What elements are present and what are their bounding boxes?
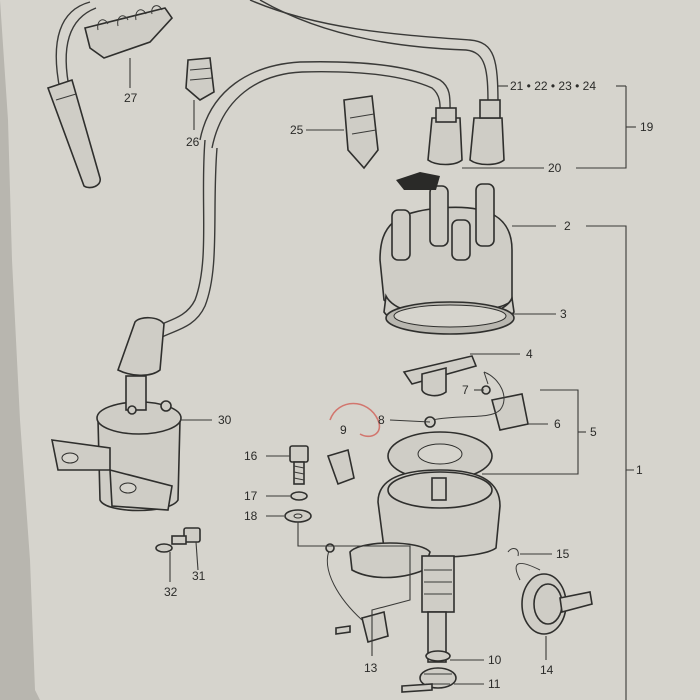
callout-32: 32 xyxy=(164,585,178,599)
cap-gasket xyxy=(385,301,515,335)
gear-pin xyxy=(401,683,433,693)
cord-boots xyxy=(427,99,505,166)
spark-plug-cap xyxy=(46,78,101,189)
callout-26: 26 xyxy=(186,135,200,149)
callout-7: 7 xyxy=(462,383,469,397)
cord-clamp-26 xyxy=(185,57,215,101)
cord-clamp-25 xyxy=(343,95,379,170)
vacuum-clip xyxy=(507,548,519,557)
callout-25: 25 xyxy=(290,123,304,137)
callout-13: 13 xyxy=(364,661,378,675)
callout-31: 31 xyxy=(192,569,206,583)
callout-19: 19 xyxy=(640,120,654,134)
vacuum-advance-unit xyxy=(515,562,593,635)
coil-cord-cap xyxy=(117,316,165,377)
signal-generator-assembly xyxy=(387,371,529,481)
callout-11: 11 xyxy=(488,677,501,691)
rotor xyxy=(402,355,478,397)
callout-2: 2 xyxy=(564,219,571,233)
cord-clamp-27 xyxy=(84,5,174,59)
lock-washer xyxy=(290,491,308,501)
callout-4: 4 xyxy=(526,347,533,361)
callout-6: 6 xyxy=(554,417,561,431)
callout-20: 20 xyxy=(548,161,562,175)
governor-part-9 xyxy=(326,448,355,486)
clamp-bolt xyxy=(289,445,309,485)
coil-bolt xyxy=(171,527,201,545)
callout-18: 18 xyxy=(244,509,258,523)
callout-labels: 21 • 22 • 23 • 24 19 20 2 3 4 7 6 5 1 8 … xyxy=(124,79,654,691)
callout-14: 14 xyxy=(540,663,554,677)
flat-washer xyxy=(284,509,312,523)
thrust-washer xyxy=(425,650,451,662)
callout-9: 9 xyxy=(340,423,347,437)
red-pen-mark xyxy=(329,402,381,438)
drive-gear xyxy=(419,667,457,689)
distributor-housing xyxy=(349,469,501,663)
callout-10: 10 xyxy=(488,653,502,667)
callout-21-24: 21 • 22 • 23 • 24 xyxy=(510,79,596,93)
callout-17: 17 xyxy=(244,489,258,503)
callout-8: 8 xyxy=(378,413,385,427)
callout-16: 16 xyxy=(244,449,258,463)
callout-3: 3 xyxy=(560,307,567,321)
callout-5: 5 xyxy=(590,425,597,439)
high-tension-cords xyxy=(55,0,499,339)
callout-30: 30 xyxy=(218,413,232,427)
callout-15: 15 xyxy=(556,547,570,561)
condenser xyxy=(325,543,389,644)
callout-27: 27 xyxy=(124,91,138,105)
coil-washer xyxy=(155,543,173,553)
callout-1: 1 xyxy=(636,463,643,477)
ignition-coil xyxy=(50,375,182,512)
leader-lines xyxy=(129,58,636,700)
